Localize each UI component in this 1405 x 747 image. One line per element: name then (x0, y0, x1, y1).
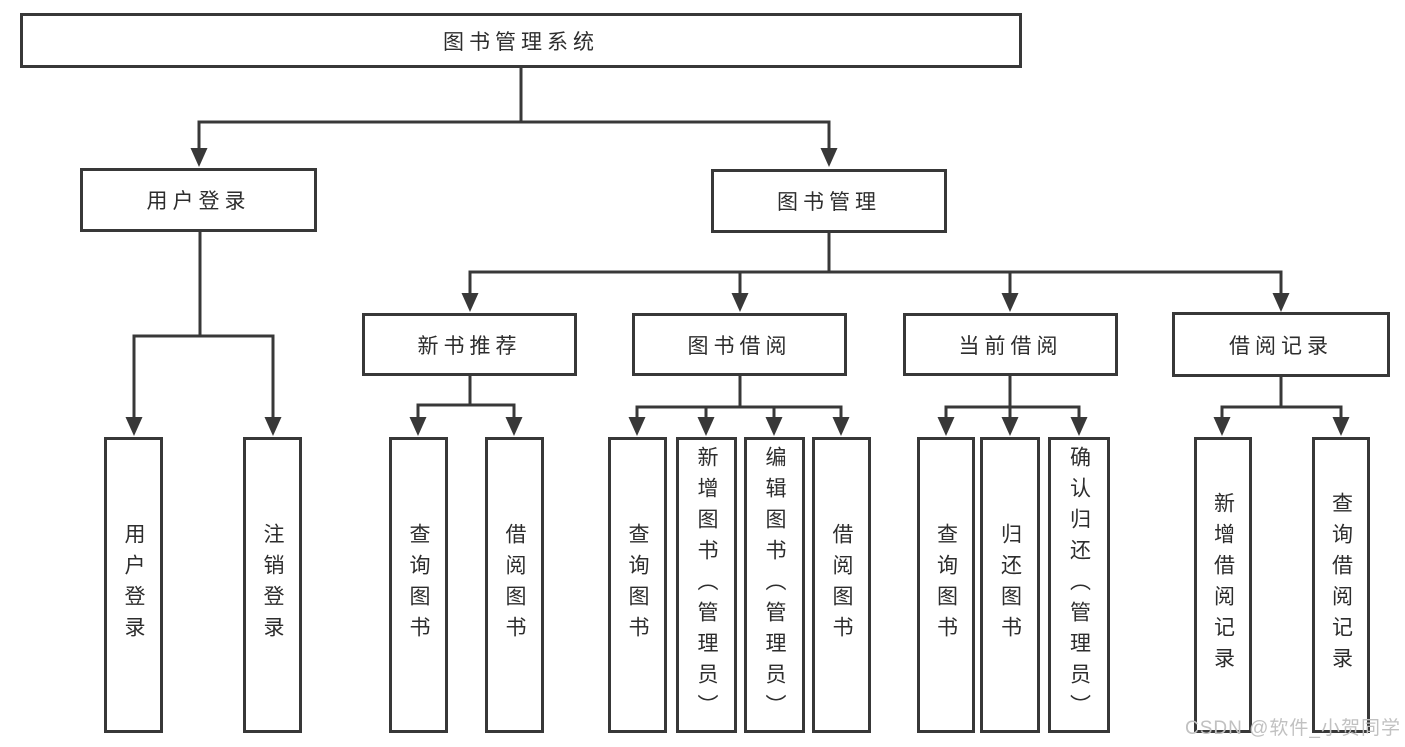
leaf-cb-query-book-label: 查询图书 (934, 523, 958, 647)
node-book-borrow-label: 图书借阅 (687, 334, 792, 358)
node-root: 图书管理系统 (20, 13, 1022, 68)
node-borrow-record-label: 借阅记录 (1229, 334, 1333, 358)
leaf-br-add-record: 新增借阅记录 (1194, 437, 1252, 733)
leaf-cb-return-book-label: 归还图书 (998, 523, 1022, 647)
node-book-management-label: 图书管理 (777, 191, 881, 214)
leaf-bb-add-book: 新增图书（管理员） (676, 437, 737, 733)
leaf-bb-edit-book: 编辑图书（管理员） (744, 437, 805, 733)
leaf-cb-confirm-return: 确认归还（管理员） (1048, 437, 1110, 733)
leaf-logout: 注销登录 (243, 437, 302, 733)
leaf-cb-return-book: 归还图书 (980, 437, 1040, 733)
leaf-cb-query-book: 查询图书 (917, 437, 975, 733)
node-book-management: 图书管理 (711, 169, 947, 233)
leaf-cb-confirm-return-label: 确认归还（管理员） (1067, 445, 1091, 725)
leaf-bb-edit-book-label: 编辑图书（管理员） (763, 445, 786, 725)
leaf-bb-query-book-label: 查询图书 (626, 523, 649, 647)
arrowheads (125, 148, 1350, 436)
leaf-bb-borrow-book: 借阅图书 (812, 437, 871, 733)
leaf-nb-borrow-book: 借阅图书 (485, 437, 544, 733)
node-borrow-record: 借阅记录 (1172, 312, 1390, 377)
leaf-bb-add-book-label: 新增图书（管理员） (695, 445, 718, 725)
leaf-nb-query-book-label: 查询图书 (407, 523, 430, 647)
node-current-borrow: 当前借阅 (903, 313, 1118, 376)
node-user-login: 用户登录 (80, 168, 317, 232)
csdn-watermark: CSDN @软件_小贺同学 (1185, 718, 1401, 739)
leaf-bb-borrow-book-label: 借阅图书 (830, 523, 853, 647)
leaf-nb-query-book: 查询图书 (389, 437, 448, 733)
node-new-book-recommend-label: 新书推荐 (417, 334, 522, 358)
leaf-br-add-record-label: 新增借阅记录 (1211, 492, 1235, 678)
leaf-bb-query-book: 查询图书 (608, 437, 667, 733)
leaf-user-login: 用户登录 (104, 437, 163, 733)
leaf-logout-label: 注销登录 (261, 523, 284, 647)
connector-strokes (132, 68, 1343, 421)
leaf-nb-borrow-book-label: 借阅图书 (503, 523, 526, 647)
leaf-br-query-record-label: 查询借阅记录 (1329, 492, 1353, 678)
leaf-br-query-record: 查询借阅记录 (1312, 437, 1370, 733)
node-new-book-recommend: 新书推荐 (362, 313, 577, 376)
node-user-login-label: 用户登录 (146, 190, 251, 213)
leaf-user-login-label: 用户登录 (122, 523, 145, 647)
node-book-borrow: 图书借阅 (632, 313, 847, 376)
node-current-borrow-label: 当前借阅 (958, 334, 1063, 358)
node-root-label: 图书管理系统 (443, 30, 599, 54)
